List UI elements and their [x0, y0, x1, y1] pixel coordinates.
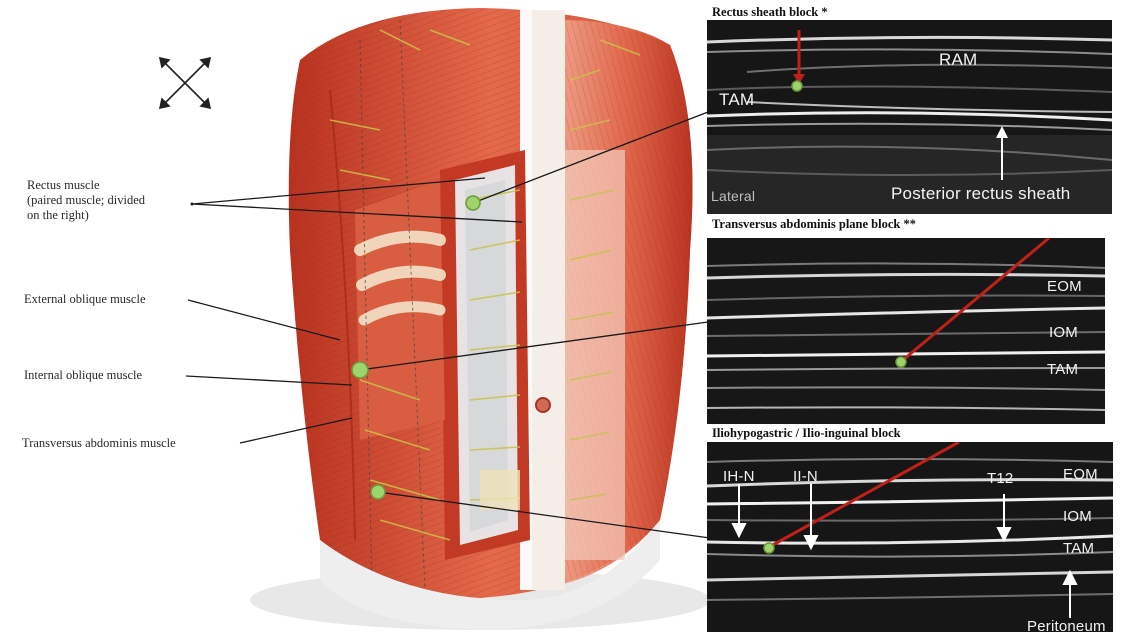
- tap-iom-label: IOM: [1049, 324, 1078, 341]
- ilio-ultrasound: IH-N II-N T12 EOM IOM TAM Peritoneum: [707, 442, 1113, 632]
- rectus-sheath-ultrasound: RAM TAM Lateral Posterior rectus sheath: [707, 20, 1112, 214]
- tap-ultrasound: EOM IOM TAM: [707, 238, 1105, 424]
- ilio-title: Iliohypogastric / Ilio-inguinal block: [712, 426, 901, 441]
- tap-tam-label: TAM: [1047, 361, 1078, 378]
- iin-label: II-N: [793, 468, 818, 485]
- ram-label: RAM: [939, 50, 977, 70]
- t12-label: T12: [987, 470, 1013, 487]
- compass-cross-arrows-icon: [150, 48, 220, 118]
- peritoneum-label: Peritoneum: [1027, 618, 1106, 632]
- tam-label: TAM: [719, 90, 754, 110]
- transversus-abdominis-label: Transversus abdominis muscle: [22, 436, 176, 451]
- ihn-label: IH-N: [723, 468, 755, 485]
- tap-title: Transversus abdominis plane block **: [712, 217, 916, 232]
- ilio-eom-label: EOM: [1063, 466, 1098, 483]
- ilio-tam-label: TAM: [1063, 540, 1094, 557]
- ilio-iom-label: IOM: [1063, 508, 1092, 525]
- rectus-sheath-title: Rectus sheath block *: [712, 5, 828, 20]
- tap-eom-label: EOM: [1047, 278, 1082, 295]
- internal-oblique-label: Internal oblique muscle: [24, 368, 142, 383]
- posterior-rectus-sheath-label: Posterior rectus sheath: [891, 184, 1070, 204]
- lateral-label: Lateral: [711, 188, 755, 204]
- external-oblique-label: External oblique muscle: [24, 292, 146, 307]
- rectus-muscle-label: Rectus muscle (paired muscle; divided on…: [27, 178, 145, 223]
